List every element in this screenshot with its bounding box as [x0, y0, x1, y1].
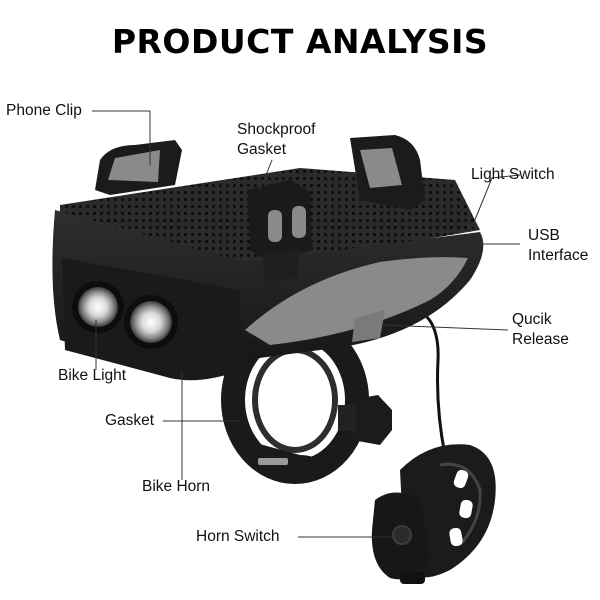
line-phone-clip — [92, 110, 151, 165]
page-title: PRODUCT ANALYSIS — [111, 22, 489, 61]
horn-button — [392, 525, 412, 545]
line-light-switch — [469, 174, 521, 233]
label-bike-light: Bike Light — [58, 367, 127, 384]
bolt-shaft — [258, 458, 288, 465]
label-shockproof-gasket-line1: Shockproof — [237, 121, 316, 138]
label-shockproof-gasket: Shockproof Gasket — [237, 120, 315, 160]
label-quick-release: Qucik Release — [512, 310, 569, 350]
label-phone-clip: Phone Clip — [6, 102, 82, 119]
label-bike-horn: Bike Horn — [142, 478, 211, 495]
bike-light-leds — [72, 281, 178, 349]
quick-release-tab — [352, 310, 385, 342]
label-usb-interface-line1: USB — [528, 227, 560, 244]
label-horn-switch: Horn Switch — [196, 528, 280, 545]
phone-clips — [95, 135, 425, 282]
label-usb-interface-line2: Interface — [528, 247, 589, 264]
leader-lines — [92, 110, 521, 538]
label-quick-release-line1: Qucik — [512, 311, 552, 328]
label-usb-interface: USB Interface — [528, 226, 588, 266]
light-body — [52, 168, 484, 381]
right-clip-pad — [360, 148, 402, 188]
light-switch-housing — [262, 248, 300, 282]
label-gasket: Gasket — [105, 412, 155, 429]
grey-side-strip — [245, 257, 468, 345]
label-shockproof-gasket-line2: Gasket — [237, 141, 287, 158]
label-quick-release-line2: Release — [512, 331, 569, 348]
left-clip-pad — [108, 150, 160, 182]
horn-switch-device — [371, 444, 496, 584]
line-shockproof-gasket — [259, 159, 273, 191]
label-light-switch: Light Switch — [471, 166, 555, 183]
quick-release-knob — [338, 395, 392, 445]
line-quick-release — [381, 324, 509, 331]
